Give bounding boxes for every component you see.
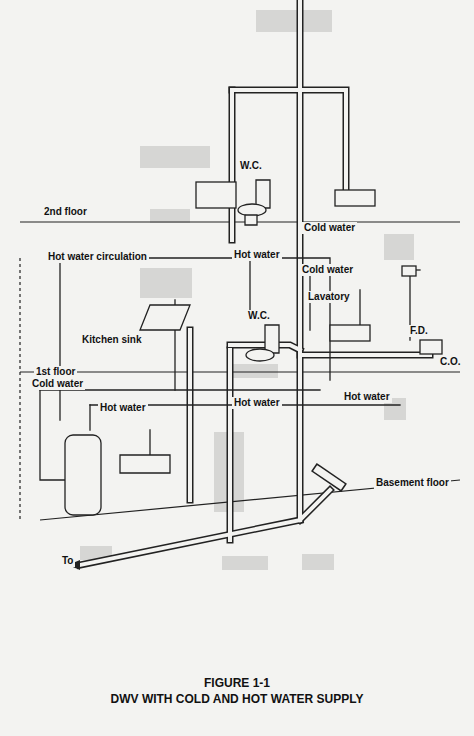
pipe-label: Cold water <box>302 222 357 234</box>
pipe-label: W.C. <box>246 310 272 322</box>
pipe-label: Kitchen sink <box>80 334 143 346</box>
pipe-label: 1st floor <box>34 366 77 378</box>
pipe-label: F.D. <box>408 325 430 337</box>
pipe-label: Hot water <box>98 402 148 414</box>
fixtures <box>65 180 442 515</box>
pipe-label: Hot water <box>342 391 392 403</box>
figure-title: FIGURE 1-1 <box>0 676 474 690</box>
pipe-label: W.C. <box>238 160 264 172</box>
pipe-label: 2nd floor <box>42 206 89 218</box>
floor-lines <box>20 222 460 520</box>
pipe-label: C.O. <box>438 356 463 368</box>
pipe-label: Hot water circulation <box>46 251 149 263</box>
pipe-label: Hot water <box>232 397 282 409</box>
blank-label-box <box>80 10 414 570</box>
pipes <box>40 0 430 565</box>
pipe-label: Hot water <box>232 249 282 261</box>
figure-caption: DWV WITH COLD AND HOT WATER SUPPLY <box>0 692 474 706</box>
pipe-label: Cold water <box>30 378 85 390</box>
pipe-label: To <box>60 555 75 567</box>
pipe-label: Cold water <box>300 264 355 276</box>
pipe-label: Lavatory <box>306 291 352 303</box>
pipe-label: Basement floor <box>374 477 451 489</box>
